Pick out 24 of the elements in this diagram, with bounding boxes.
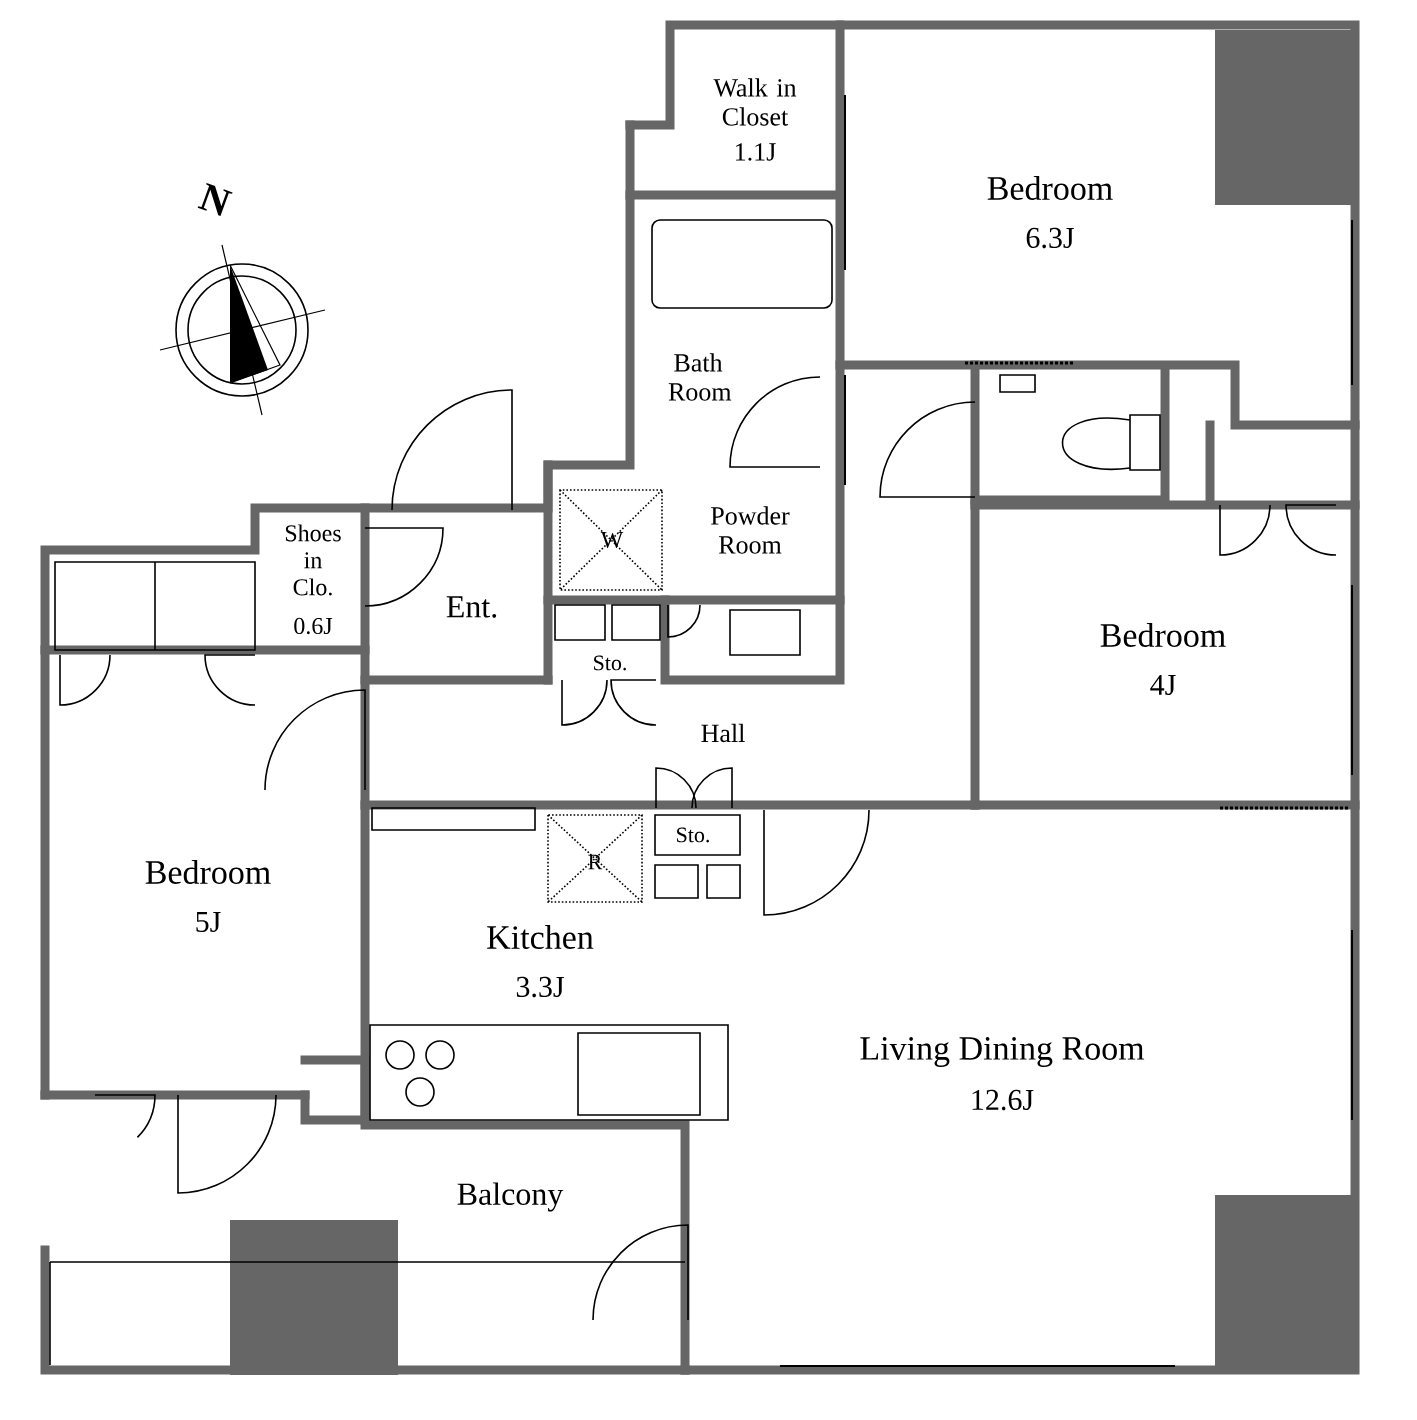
room-label: Balcony	[457, 1182, 564, 1212]
fixture-label: R	[588, 854, 603, 870]
room-area: 5J	[196, 912, 221, 932]
room-area: 3.3J	[516, 976, 564, 998]
room-area: 12.6J	[972, 1089, 1034, 1111]
room-area: 4J	[1150, 675, 1176, 696]
room-label: Kitchen	[487, 925, 594, 949]
room-area: 1.1J	[736, 143, 776, 161]
room-label: Shoes in Clo.	[285, 524, 341, 596]
room-label: Sto.	[677, 827, 709, 843]
room-label: Sto.	[594, 655, 626, 671]
room-label: Living Dining Room	[860, 1037, 1145, 1067]
room-label: Ent.	[446, 596, 497, 618]
room-label: Bath Room	[668, 353, 732, 401]
room-label: Powder Room	[711, 506, 790, 554]
room-label: Walk in Closet	[713, 78, 797, 126]
room-label: Bedroom	[1100, 623, 1226, 647]
compass-letter: N	[197, 183, 233, 216]
room-label: Bedroom	[987, 176, 1113, 200]
room-area: 6.3J	[1026, 227, 1074, 249]
room-label: Hall	[701, 723, 745, 743]
room-area: 0.6J	[294, 617, 333, 635]
room-label: Bedroom	[145, 860, 271, 884]
fixture-label: W	[600, 531, 624, 549]
